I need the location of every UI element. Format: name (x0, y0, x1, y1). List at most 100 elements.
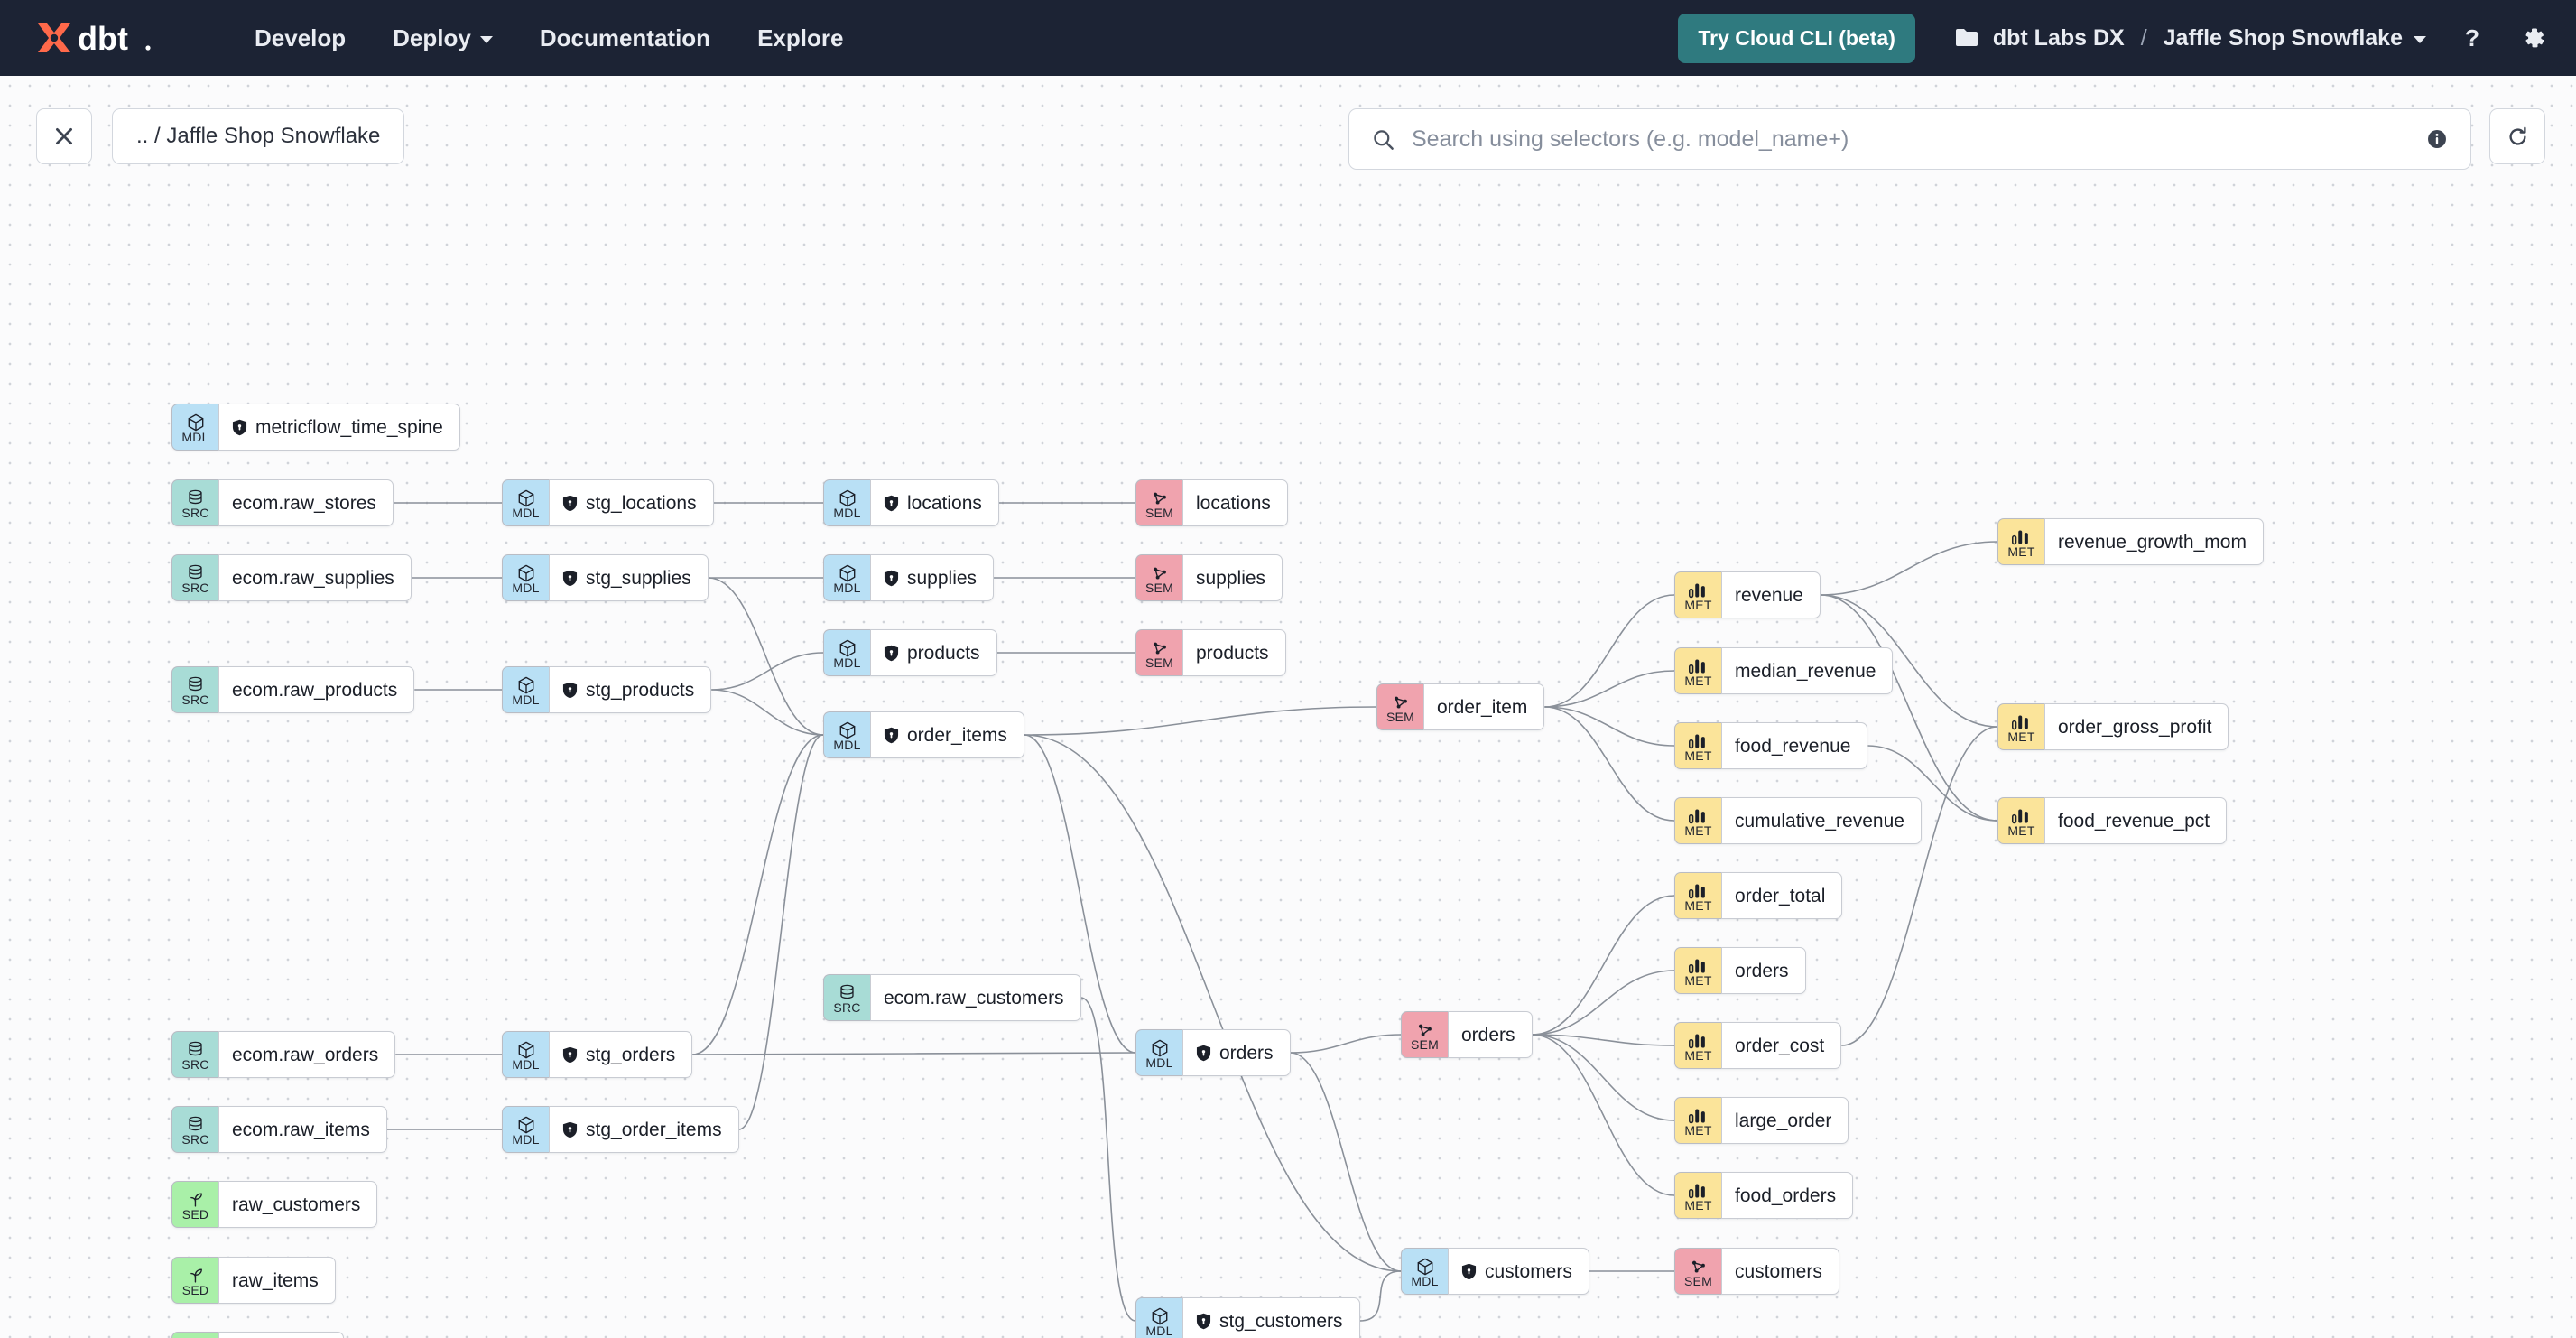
account-project-breadcrumb: dbt Labs DX / Jaffle Shop Snowflake (1955, 25, 2426, 51)
try-cloud-cli-button[interactable]: Try Cloud CLI (beta) (1678, 13, 1915, 63)
shield-contract-icon (884, 645, 899, 662)
node-label: stg_products (586, 679, 695, 701)
refresh-graph-button[interactable] (2489, 108, 2545, 164)
cube-icon (839, 564, 855, 581)
node-type-badge-metric: MET (1674, 947, 1721, 994)
cube-icon (188, 413, 203, 431)
cube-icon (838, 564, 857, 582)
node-type-badge-semantic-model: SEM (1135, 479, 1182, 526)
node-type-label: MDL (512, 505, 540, 520)
nav-link-explore[interactable]: Explore (734, 15, 866, 61)
node-label: ecom.raw_products (232, 679, 398, 701)
graph-node-met_orders[interactable]: MET orders (1674, 947, 1806, 994)
search-input[interactable] (1412, 125, 2414, 153)
account-name[interactable]: dbt Labs DX (1992, 24, 2125, 51)
cube-icon (1152, 1039, 1167, 1056)
database-icon (838, 984, 857, 1002)
node-label: revenue (1735, 584, 1803, 606)
graph-breadcrumb[interactable]: .. / Jaffle Shop Snowflake (112, 108, 405, 164)
database-icon (189, 1116, 202, 1131)
node-body: raw_customers (218, 1181, 378, 1228)
node-type-badge-semantic-model: SEM (1376, 683, 1423, 730)
shield-contract-icon (1196, 1313, 1211, 1329)
shield-contract-icon (1196, 1045, 1211, 1062)
nav-link-deploy[interactable]: Deploy (369, 15, 516, 61)
shield-contract-icon (562, 1046, 578, 1064)
folder-icon (1955, 29, 1978, 46)
close-graph-button[interactable] (36, 108, 92, 164)
node-type-label: MET (1684, 597, 1712, 612)
nav-link-deploy-label: Deploy (393, 23, 471, 51)
help-button[interactable]: ? (2457, 23, 2488, 53)
graph-edge-sem_orders-to-met_food_orders (1532, 1034, 1675, 1196)
nav-link-develop[interactable]: Develop (231, 15, 369, 61)
node-label: food_orders (1735, 1185, 1837, 1206)
nav-link-documentation[interactable]: Documentation (516, 15, 734, 61)
shield-contract-icon (884, 727, 899, 744)
settings-button[interactable] (2518, 23, 2549, 53)
dbt-logo[interactable]: dbt (32, 18, 168, 58)
search-info-button[interactable] (2425, 127, 2449, 151)
node-body: orders (1182, 1029, 1291, 1076)
shield-contract-icon (1461, 1263, 1477, 1279)
node-label: customers (1485, 1260, 1572, 1282)
cube-icon (516, 1116, 536, 1134)
node-label: stg_customers (1219, 1310, 1343, 1332)
shield-contract-icon (562, 570, 578, 586)
graph-node-met_revenue[interactable]: MET revenue (1674, 571, 1821, 618)
node-body: raw_orders (218, 1332, 345, 1338)
bar-chart-icon (1688, 957, 1709, 975)
shield-contract-icon (884, 570, 899, 587)
cube-icon (1417, 1258, 1432, 1275)
project-selector[interactable]: Jaffle Shop Snowflake (2164, 25, 2426, 51)
graph-edge-stg_supplies-to-mdl_order_items (708, 577, 824, 736)
node-type-badge-model: MDL (502, 1031, 549, 1078)
shield-contract-icon (562, 1046, 578, 1063)
database-icon (186, 1041, 205, 1059)
node-label: food_revenue_pct (2058, 810, 2210, 832)
cube-icon (518, 489, 533, 506)
top-navigation-bar: dbt Develop Deploy Documentation Explore… (0, 0, 2576, 76)
node-body: stg_customers (1182, 1297, 1360, 1338)
node-label: orders (1735, 960, 1789, 981)
